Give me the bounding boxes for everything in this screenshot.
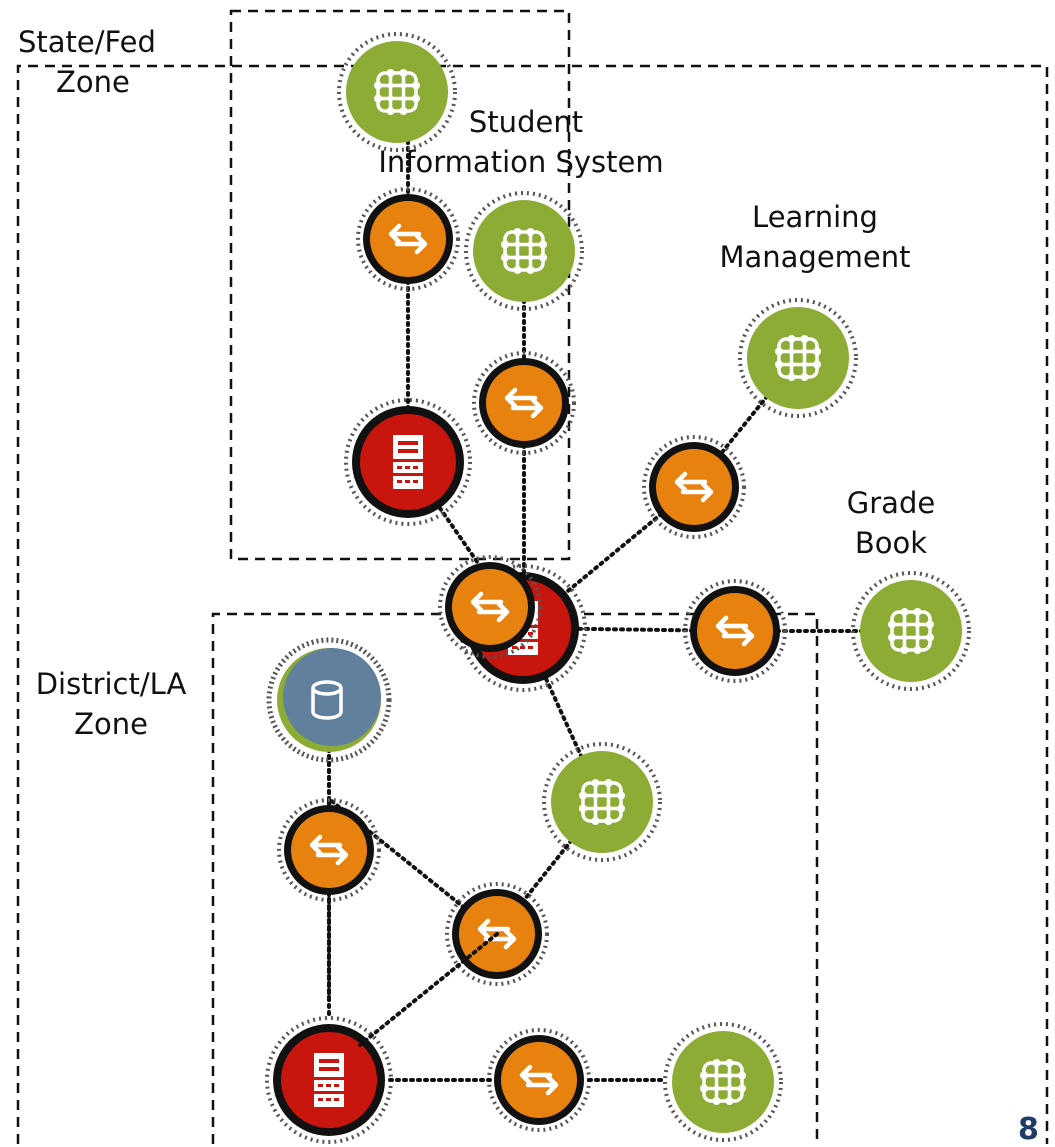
connector-node-sis[interactable]	[472, 351, 576, 455]
application-node-student-information-system[interactable]	[464, 191, 584, 311]
state-fed-zone-label: State/Fed Zone	[18, 22, 156, 102]
learning-management-label: Learning Management	[712, 197, 918, 277]
application-node-district-2[interactable]	[663, 1022, 783, 1142]
connector-node-hub[interactable]	[438, 555, 542, 659]
connector-node-database[interactable]	[277, 798, 381, 902]
label-line: Information System	[378, 145, 664, 179]
application-node-district-1[interactable]	[542, 742, 662, 862]
grade-book-label: Grade Book	[836, 483, 946, 563]
server-node-district[interactable]	[265, 1016, 393, 1144]
application-node-learning-management[interactable]	[738, 298, 858, 418]
label-line: Learning	[752, 200, 878, 234]
label-line: Grade	[846, 486, 936, 520]
application-node-grade-book[interactable]	[851, 571, 971, 691]
label-line: Management	[719, 240, 911, 274]
server-rack-icon	[314, 1053, 344, 1107]
server-rack-icon	[393, 435, 423, 489]
label-line: Zone	[56, 65, 130, 99]
connector-node-state[interactable]	[356, 187, 460, 291]
connector-node-grade-book[interactable]	[683, 579, 787, 683]
connector-node-district-1[interactable]	[445, 882, 549, 986]
database-node[interactable]	[266, 637, 392, 763]
label-line: District/LA	[35, 667, 187, 701]
server-node-state[interactable]	[344, 398, 472, 526]
page-number: 8	[1018, 1112, 1039, 1147]
label-line: State/Fed	[18, 25, 156, 59]
district-la-zone-label: District/LA Zone	[18, 664, 204, 744]
student-information-system-label: Student Information System	[366, 102, 676, 182]
label-line: Book	[854, 526, 928, 560]
district-la-zone-boundary	[211, 612, 819, 1144]
connector-node-district-2[interactable]	[487, 1028, 591, 1132]
connector-node-learning-management[interactable]	[642, 435, 746, 539]
application-node-state[interactable]	[337, 32, 457, 152]
label-line: Zone	[74, 707, 148, 741]
label-line: Student	[468, 105, 584, 139]
